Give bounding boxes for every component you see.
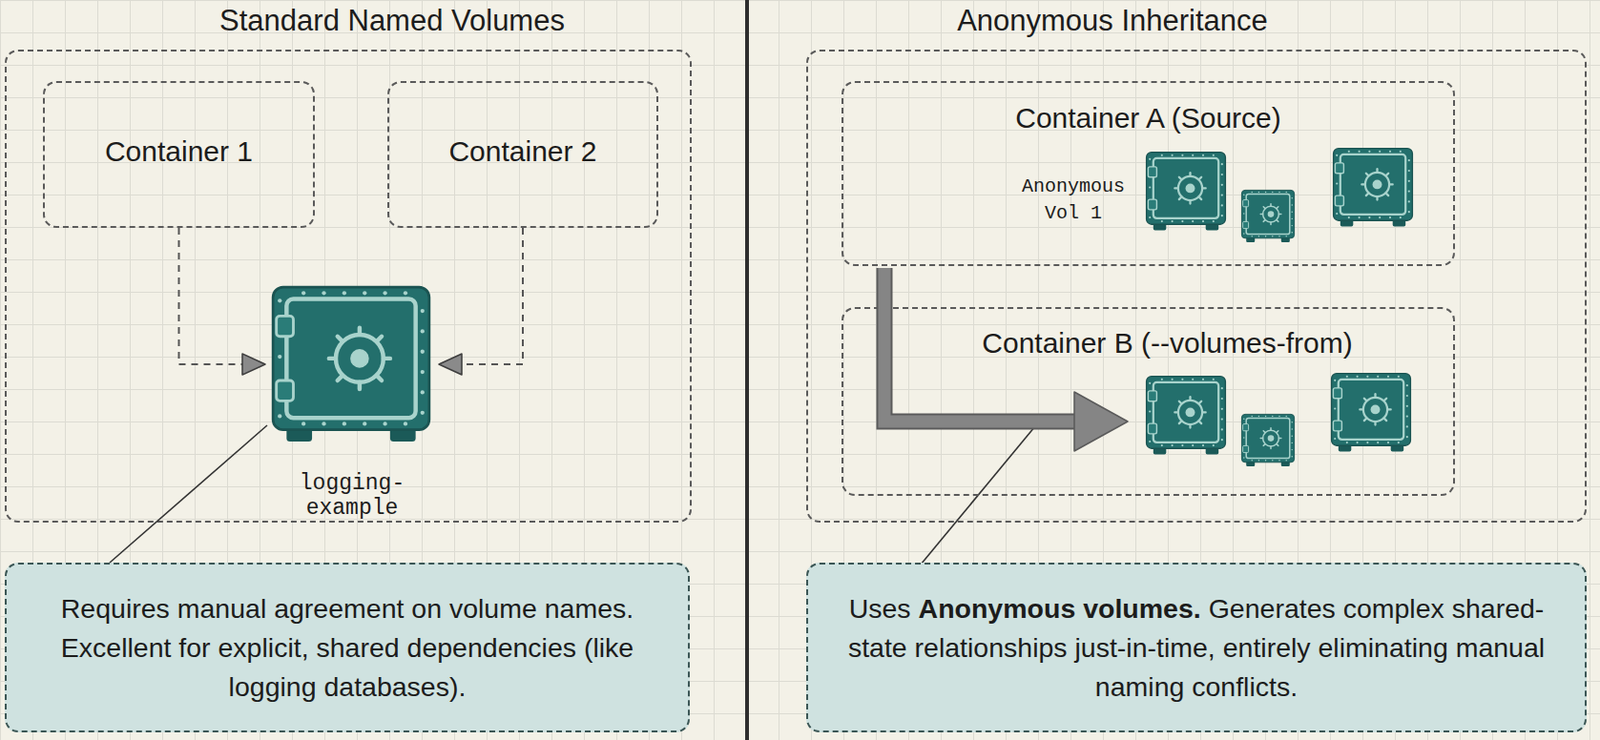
connector	[438, 228, 523, 375]
arrow-head	[1074, 392, 1128, 452]
divider-line	[745, 0, 749, 740]
connector	[884, 268, 1128, 452]
note-text: Requires manual agreement on volume name…	[61, 593, 634, 703]
note-box: UsesAnonymous volumes.Generates complex …	[806, 562, 1587, 733]
note-text: Uses	[849, 593, 912, 624]
vault-icon	[1146, 152, 1226, 231]
arrow-head	[438, 353, 462, 375]
note-box: Requires manual agreement on volume name…	[4, 562, 690, 733]
volume-label: logging-example	[261, 471, 443, 521]
panel-group: Standard Named VolumesContainer 1Contain…	[4, 49, 692, 523]
vault-icon	[1331, 374, 1412, 453]
volume-node: logging-example	[261, 280, 443, 505]
connector	[109, 425, 268, 563]
container-label: Container 1	[44, 135, 313, 168]
connector-line	[179, 228, 246, 365]
arrow-head	[242, 353, 266, 375]
note-text: Anonymous volumes.	[918, 593, 1202, 624]
container-box: Container 2	[387, 81, 659, 229]
container-box: Container 1	[42, 81, 315, 229]
container-label: Container A (Source)	[843, 102, 1454, 135]
connector-line	[459, 228, 523, 365]
container-label: Container B (--volumes-from)	[862, 327, 1473, 360]
container-box: Container A (Source)	[841, 81, 1455, 267]
vault-icon	[1241, 414, 1294, 467]
vault-icon	[1333, 148, 1413, 228]
container-box: Container B (--volumes-from)	[841, 307, 1455, 497]
volume-label: Anonymous Vol 1	[1020, 173, 1126, 228]
panel-group: Anonymous InheritanceContainer A (Source…	[806, 49, 1587, 523]
panel-title: Anonymous Inheritance	[724, 3, 1501, 39]
vault-icon	[1146, 376, 1226, 456]
vault-icon	[1241, 189, 1294, 243]
connector-outline	[884, 268, 1077, 422]
connector	[179, 228, 267, 375]
vault-icon	[272, 287, 430, 442]
connector-line	[884, 268, 1077, 422]
container-label: Container 2	[389, 135, 657, 168]
connector-line	[109, 425, 268, 563]
panel-title: Standard Named Volumes	[50, 3, 734, 39]
